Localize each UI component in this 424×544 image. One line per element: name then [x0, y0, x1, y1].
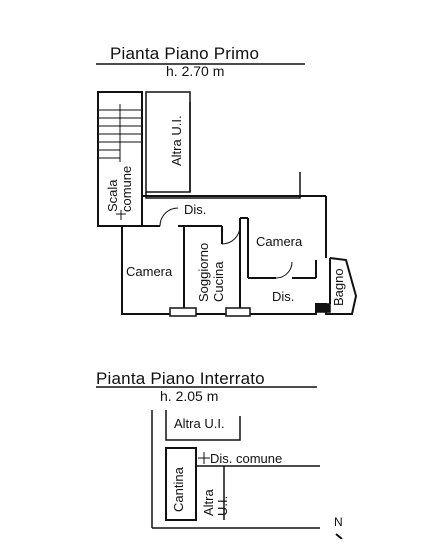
- room-label-scala-comune: Scala comune: [105, 165, 134, 212]
- room-label-dis-top: Dis.: [184, 202, 207, 217]
- basement-plan: [151, 410, 343, 540]
- first-floor-plan: [97, 91, 358, 317]
- room-label-bagno: Bagno: [331, 268, 346, 306]
- basement-label-dis-comune: Dis. comune: [210, 451, 283, 466]
- room-label-dis-bottom: Dis.: [272, 289, 295, 304]
- apartment-outline-left: [121, 226, 170, 315]
- room-label-altra-ui: Altra U.I.: [169, 115, 184, 166]
- stair-steps: [98, 104, 142, 162]
- first-floor-title: Pianta Piano Primo: [110, 44, 260, 63]
- basement-title: Pianta Piano Interrato: [96, 369, 265, 388]
- room-label-camera-right: Camera: [256, 234, 303, 249]
- stair-block: [97, 91, 143, 227]
- basement-height: h. 2.05 m: [160, 388, 219, 404]
- basement-label-altra-ui-side: Altra U.I.: [201, 489, 230, 516]
- first-floor-height: h. 2.70 m: [166, 63, 225, 79]
- basement-label-cantina: Cantina: [171, 467, 186, 512]
- room-label-soggiorno-cucina: Soggiorno Cucina: [196, 242, 226, 302]
- north-arrow-label: N: [334, 515, 343, 529]
- room-label-camera-left: Camera: [126, 264, 173, 279]
- basement-label-altra-ui-top: Altra U.I.: [174, 416, 225, 431]
